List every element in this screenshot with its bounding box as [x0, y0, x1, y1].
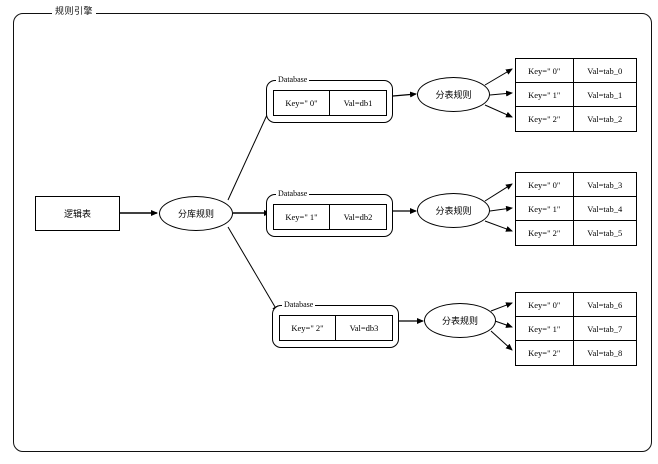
table-sharding-rule-node-0[interactable]: 分表规则 — [417, 77, 490, 112]
table-key-cell: Key=" 1" — [516, 197, 574, 220]
table-mapping-0: Key=" 0" Val=tab_0 Key=" 1" Val=tab_1 Ke… — [515, 58, 637, 132]
database-key-cell-1: Key=" 1" — [274, 205, 330, 229]
table-val-cell: Val=tab_1 — [587, 89, 623, 100]
table-row: Key=" 1" Val=tab_1 — [516, 83, 636, 107]
table-sharding-rule-label-2: 分表规则 — [441, 316, 478, 326]
table-val-cell: Val=tab_8 — [587, 348, 623, 358]
table-mapping-1: Key=" 0" Val=tab_3 Key=" 1" Val=tab_4 Ke… — [515, 172, 637, 246]
table-mapping-2: Key=" 0" Val=tab_6 Key=" 1" Val=tab_7 Ke… — [515, 292, 637, 366]
table-val-cell: Val=tab_6 — [587, 299, 623, 310]
database-group-label-0: Database — [276, 75, 310, 85]
table-key-cell: Key=" 0" — [516, 59, 574, 82]
database-val-cell-1: Val=db2 — [343, 212, 373, 222]
table-row: Key=" 0" Val=tab_0 — [516, 59, 636, 83]
table-key-cell: Key=" 0" — [516, 173, 574, 196]
database-val-cell-0: Val=db1 — [343, 98, 373, 108]
database-group-0: Database Key=" 0" Val=db1 — [266, 75, 393, 123]
database-group-label-2: Database — [282, 300, 316, 310]
database-kv-table-2: Key=" 2" Val=db3 — [279, 315, 393, 341]
table-val-cell: Val=tab_7 — [587, 323, 623, 334]
db-sharding-rule-label: 分库规则 — [177, 209, 214, 219]
table-key-cell: Key=" 1" — [516, 83, 574, 106]
table-key-cell: Key=" 2" — [516, 107, 574, 131]
table-val-cell: Val=tab_3 — [587, 179, 623, 190]
db-sharding-rule-node[interactable]: 分库规则 — [159, 196, 233, 231]
logic-table-node[interactable]: 逻辑表 — [35, 196, 120, 231]
database-val-cell-2: Val=db3 — [349, 323, 379, 333]
database-key-cell-0: Key=" 0" — [274, 91, 330, 115]
table-row: Key=" 1" Val=tab_4 — [516, 197, 636, 221]
database-key-cell-2: Key=" 2" — [280, 316, 336, 340]
table-row: Key=" 1" Val=tab_7 — [516, 317, 636, 341]
database-group-2: Database Key=" 2" Val=db3 — [272, 300, 399, 348]
database-group-1: Database Key=" 1" Val=db2 — [266, 189, 393, 237]
table-key-cell: Key=" 2" — [516, 221, 574, 245]
table-val-cell: Val=tab_0 — [587, 65, 623, 76]
table-row: Key=" 2" Val=tab_2 — [516, 107, 636, 131]
rule-engine-label: 规则引擎 — [52, 6, 97, 17]
table-row: Key=" 0" Val=tab_6 — [516, 293, 636, 317]
table-val-cell: Val=tab_2 — [587, 114, 623, 124]
table-sharding-rule-label-1: 分表规则 — [435, 206, 472, 216]
database-group-label-1: Database — [276, 189, 310, 199]
table-sharding-rule-node-1[interactable]: 分表规则 — [417, 193, 490, 228]
table-row: Key=" 2" Val=tab_8 — [516, 341, 636, 365]
rule-engine-frame — [13, 13, 652, 452]
table-val-cell: Val=tab_4 — [587, 203, 623, 214]
table-key-cell: Key=" 0" — [516, 293, 574, 316]
table-sharding-rule-node-2[interactable]: 分表规则 — [424, 303, 496, 338]
database-kv-table-1: Key=" 1" Val=db2 — [273, 204, 387, 230]
table-key-cell: Key=" 1" — [516, 317, 574, 340]
table-row: Key=" 0" Val=tab_3 — [516, 173, 636, 197]
table-row: Key=" 2" Val=tab_5 — [516, 221, 636, 245]
table-val-cell: Val=tab_5 — [587, 228, 623, 238]
table-sharding-rule-label-0: 分表规则 — [435, 90, 472, 100]
table-key-cell: Key=" 2" — [516, 341, 574, 365]
logic-table-label: 逻辑表 — [63, 209, 91, 219]
database-kv-table-0: Key=" 0" Val=db1 — [273, 90, 387, 116]
